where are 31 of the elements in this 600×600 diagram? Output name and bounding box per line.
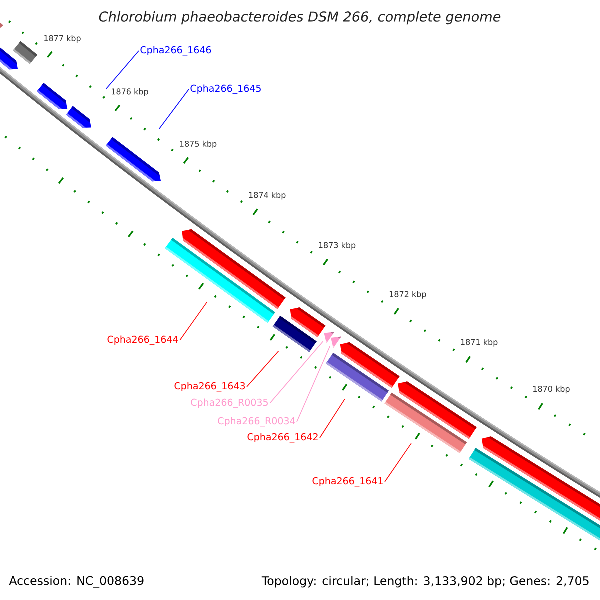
scale-label: 1870 kbp	[534, 386, 570, 394]
leader-line	[246, 350, 280, 388]
genome-summary: Topology: circular; Length: 3,133,902 bp; Genes: 2,705	[262, 576, 589, 588]
gene-label: Cpha266_1646	[140, 46, 212, 56]
scale-label: 1875 kbp	[180, 140, 217, 149]
gene-wedge	[324, 332, 335, 344]
leader-line	[270, 341, 324, 404]
gene-label: Cpha266_R0034	[218, 417, 296, 427]
accession-label: Accession: NC_008639	[9, 576, 144, 588]
scale-label: 1873 kbp	[319, 242, 356, 250]
leader-line	[320, 399, 346, 438]
gene-label: Cpha266_1644	[108, 336, 178, 346]
leader-line	[159, 89, 190, 130]
leader-line	[384, 443, 412, 482]
gene-label: Cpha266_1642	[248, 433, 318, 443]
scale-label: 1872 kbp	[390, 291, 426, 299]
scale-label: 1876 kbp	[112, 88, 148, 96]
leader-line	[180, 302, 208, 341]
gene-wedge	[331, 336, 342, 348]
gene-label: Cpha266_1645	[190, 84, 261, 94]
gene-label: Cpha266_1643	[174, 382, 246, 392]
leader-line	[296, 346, 331, 422]
gene-label: Cpha266_1641	[312, 477, 383, 487]
scale-label: 1874 kbp	[249, 192, 286, 200]
title: Chlorobium phaeobacteroides DSM 266, complete genome	[99, 11, 501, 25]
gene-bar	[66, 106, 92, 128]
scale-label: 1877 kbp	[44, 35, 81, 43]
scale-label: 1871 kbp	[461, 339, 498, 347]
gene-label: Cpha266_R0035	[191, 398, 268, 408]
leader-line	[106, 50, 140, 90]
gene-bar	[106, 137, 162, 182]
